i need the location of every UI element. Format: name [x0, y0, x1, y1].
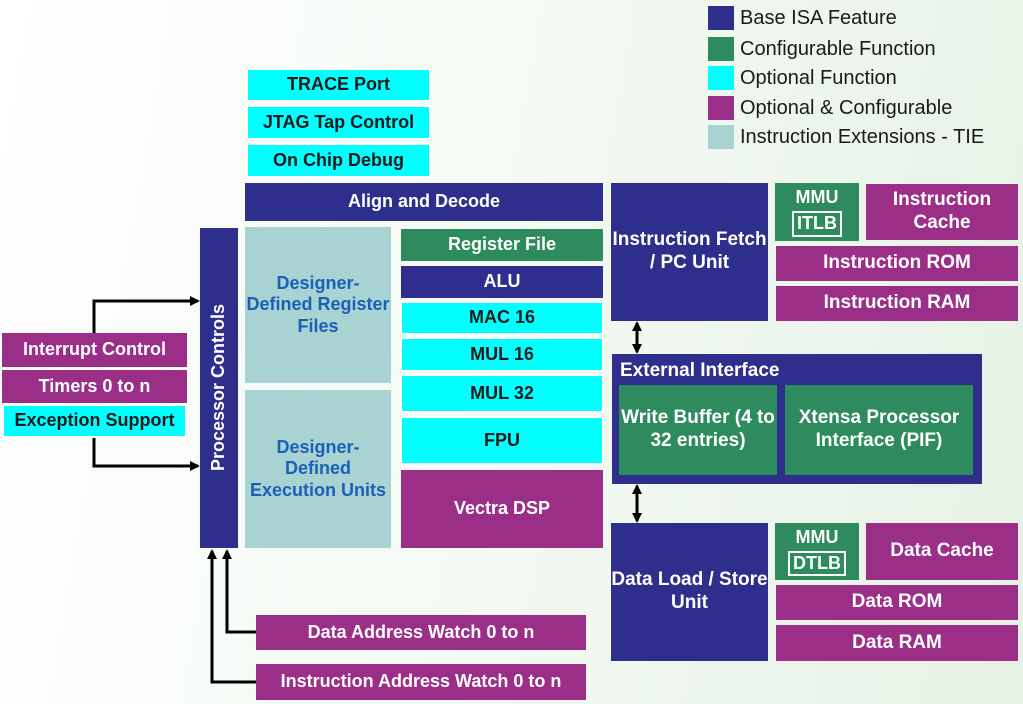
on-chip-debug-block: On Chip Debug: [246, 143, 431, 178]
designer-register-files-block: Designer-Defined Register Files: [245, 227, 391, 383]
processor-controls-block: Processor Controls: [200, 228, 238, 548]
data-ram-block: Data RAM: [776, 625, 1018, 661]
instruction-ram-block: Instruction RAM: [776, 286, 1018, 321]
legend-label-base: Base ISA Feature: [740, 6, 897, 29]
data-rom-block: Data ROM: [776, 585, 1018, 620]
designer-execution-units-block: Designer-Defined Execution Units: [245, 390, 391, 548]
legend-label-optional-configurable: Optional & Configurable: [740, 96, 953, 119]
exception-support-block: Exception Support: [2, 404, 187, 438]
external-interface-block: External Interface Write Buffer (4 to 32…: [612, 354, 982, 484]
mmu-itlb-block: MMU ITLB: [775, 183, 859, 241]
legend-label-optional: Optional Function: [740, 66, 897, 89]
alu-block: ALU: [401, 266, 603, 298]
mmu-d-label: MMU: [795, 526, 839, 547]
timers-block: Timers 0 to n: [2, 370, 187, 403]
mmu-dtlb-block: MMU DTLB: [775, 523, 859, 580]
instruction-cache-block: Instruction Cache: [866, 184, 1018, 240]
processor-controls-label: Processor Controls: [208, 304, 229, 472]
arrow-instr-watch-to-controls: [207, 549, 256, 684]
align-and-decode-block: Align and Decode: [245, 183, 603, 221]
instruction-fetch-unit-block: Instruction Fetch / PC Unit: [611, 183, 768, 321]
fpu-block: FPU: [400, 416, 604, 465]
arrow-data-watch-to-controls: [222, 549, 256, 634]
data-address-watch-block: Data Address Watch 0 to n: [256, 615, 586, 650]
write-buffer-block: Write Buffer (4 to 32 entries): [619, 385, 777, 475]
itlb-label: ITLB: [792, 211, 842, 237]
mul32-block: MUL 32: [400, 374, 604, 413]
legend-swatch-base: [708, 6, 734, 30]
legend-item-optional: Optional Function: [708, 65, 897, 91]
legend-swatch-tie: [708, 125, 734, 149]
dtlb-label: DTLB: [788, 550, 846, 577]
legend-label-configurable: Configurable Function: [740, 37, 936, 60]
instruction-rom-block: Instruction ROM: [776, 246, 1018, 281]
instruction-address-watch-block: Instruction Address Watch 0 to n: [256, 664, 586, 700]
arrow-exception-to-controls: [92, 438, 200, 471]
data-load-store-unit-block: Data Load / Store Unit: [611, 523, 768, 661]
jtag-tap-control-block: JTAG Tap Control: [246, 105, 431, 140]
legend-label-tie: Instruction Extensions - TIE: [740, 125, 985, 148]
legend-swatch-optional: [708, 66, 734, 90]
register-file-block: Register File: [401, 229, 603, 261]
trace-port-block: TRACE Port: [246, 68, 431, 102]
data-cache-block: Data Cache: [866, 523, 1018, 580]
legend-item-configurable: Configurable Function: [708, 36, 936, 62]
arrow-interrupt-to-controls: [92, 296, 200, 333]
mmu-i-label: MMU: [795, 187, 839, 208]
legend-item-optional-configurable: Optional & Configurable: [708, 95, 952, 121]
legend-item-tie: Instruction Extensions - TIE: [708, 124, 984, 150]
vectra-dsp-block: Vectra DSP: [401, 470, 603, 548]
legend-swatch-configurable: [708, 37, 734, 61]
external-interface-title: External Interface: [620, 360, 780, 381]
legend-item-base: Base ISA Feature: [708, 5, 897, 31]
mac16-block: MAC 16: [400, 301, 604, 335]
pif-block: Xtensa Processor Interface (PIF): [785, 385, 973, 475]
legend-swatch-optional-configurable: [708, 96, 734, 120]
interrupt-control-block: Interrupt Control: [2, 333, 187, 367]
mul16-block: MUL 16: [400, 337, 604, 372]
